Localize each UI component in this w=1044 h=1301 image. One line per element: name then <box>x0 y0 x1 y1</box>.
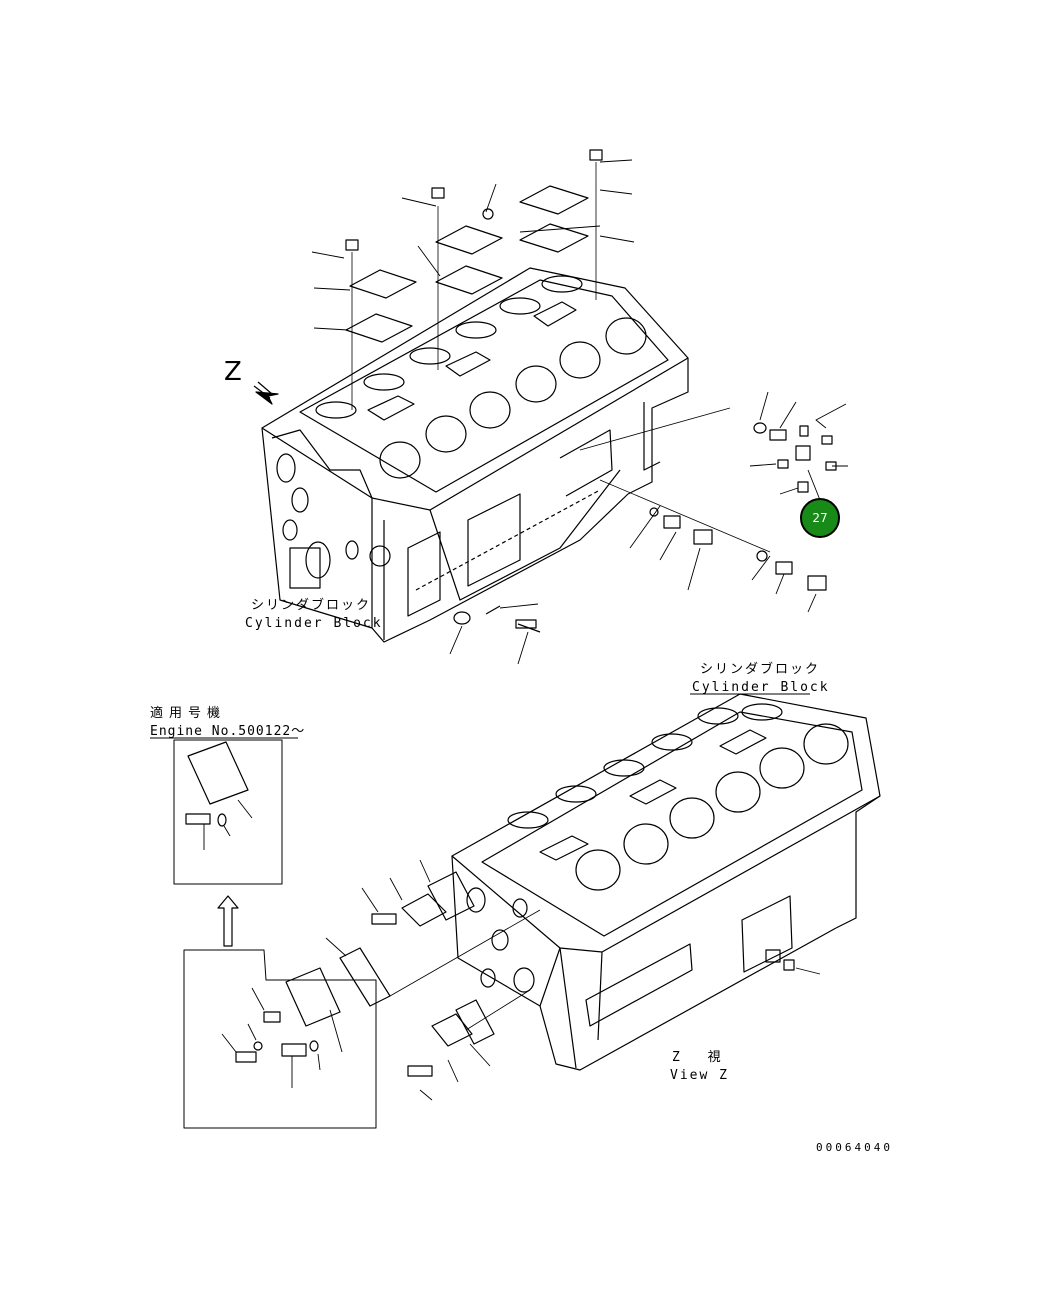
lower-cylinder-block <box>451 693 881 1071</box>
view-z-label-en: View Z <box>670 1068 729 1083</box>
upper-cylinder-block <box>261 267 689 643</box>
z-view-arrow <box>253 381 279 405</box>
inset-box-top <box>173 739 283 885</box>
sensor-fittings <box>449 391 848 665</box>
lower-cover-hardware <box>325 859 541 1101</box>
view-z-label-jp: Z 視 <box>672 1050 731 1065</box>
upper-cover-plates <box>311 149 635 410</box>
drawing-code: 00064040 <box>816 1141 893 1154</box>
callout-27[interactable]: 27 <box>800 498 840 538</box>
upper-block-label-jp: シリンダブロック <box>251 598 372 613</box>
lower-block-label-jp: シリンダブロック <box>700 662 821 677</box>
up-arrow <box>217 895 239 947</box>
z-marker: Z <box>224 357 242 387</box>
upper-block-label-en: Cylinder Block <box>245 616 383 631</box>
applicable-label-jp: 適用号機 <box>150 706 227 721</box>
engine-number-label: Engine No.500122～ <box>150 724 306 739</box>
inset-box-bottom <box>183 949 377 1129</box>
lower-block-label-en: Cylinder Block <box>692 680 830 695</box>
